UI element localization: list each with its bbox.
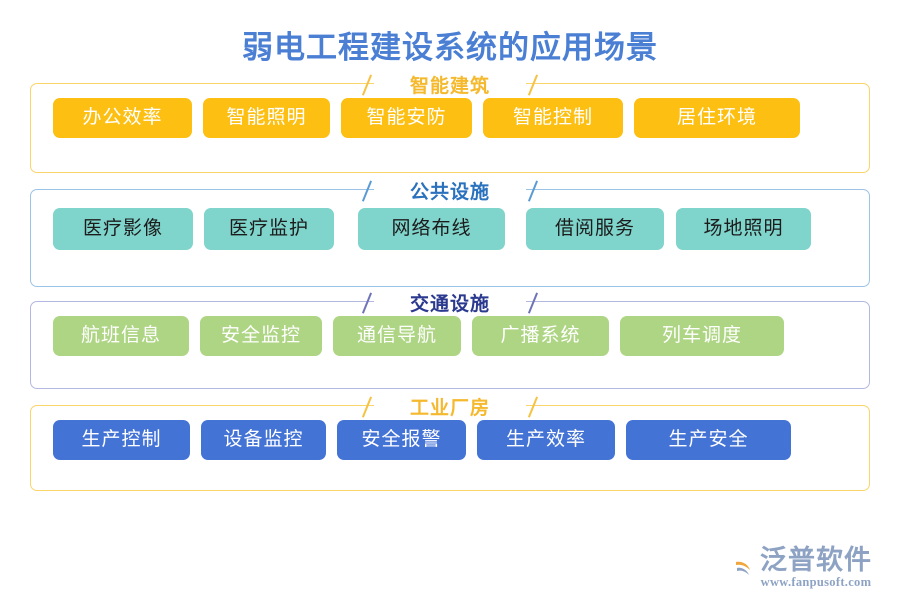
- tag-item[interactable]: 生产效率: [477, 420, 615, 460]
- section-smart-building: 智能建筑 办公效率 智能照明 智能安防 智能控制 居住环境: [30, 71, 870, 173]
- tag-item[interactable]: 航班信息: [53, 316, 189, 356]
- tag-list-smart-building: 办公效率 智能照明 智能安防 智能控制 居住环境: [31, 84, 869, 172]
- section-transport-facilities: 交通设施 航班信息 安全监控 通信导航 广播系统 列车调度: [30, 289, 870, 389]
- tag-item[interactable]: 列车调度: [620, 316, 784, 356]
- tag-item[interactable]: 安全监控: [200, 316, 322, 356]
- tag-item[interactable]: 智能安防: [341, 98, 472, 138]
- tag-list-public-facilities: 医疗影像 医疗监护 网络布线 借阅服务 场地照明: [31, 190, 869, 286]
- tag-item[interactable]: 借阅服务: [526, 208, 664, 250]
- tag-list-transport-facilities: 航班信息 安全监控 通信导航 广播系统 列车调度: [31, 302, 869, 388]
- tag-list-industrial-plant: 生产控制 设备监控 安全报警 生产效率 生产安全: [31, 406, 869, 490]
- tag-item[interactable]: 安全报警: [337, 420, 466, 460]
- tag-item[interactable]: 场地照明: [676, 208, 811, 250]
- tag-item[interactable]: 设备监控: [201, 420, 326, 460]
- tag-item[interactable]: 办公效率: [53, 98, 192, 138]
- section-public-facilities: 公共设施 医疗影像 医疗监护 网络布线 借阅服务 场地照明: [30, 177, 870, 287]
- brand-name: 泛普软件: [760, 544, 872, 575]
- fanpu-swoosh-icon: [722, 550, 756, 584]
- tag-item[interactable]: 生产安全: [626, 420, 791, 460]
- tag-item[interactable]: 智能照明: [203, 98, 330, 138]
- tag-item[interactable]: 医疗监护: [204, 208, 334, 250]
- brand-url: www.fanpusoft.com: [760, 574, 872, 589]
- tag-item[interactable]: 智能控制: [483, 98, 623, 138]
- page-title: 弱电工程建设系统的应用场景: [242, 30, 658, 65]
- tag-item[interactable]: 广播系统: [472, 316, 609, 356]
- tag-item[interactable]: 网络布线: [358, 208, 505, 250]
- tag-item[interactable]: 居住环境: [634, 98, 800, 138]
- section-industrial-plant: 工业厂房 生产控制 设备监控 安全报警 生产效率 生产安全: [30, 393, 870, 491]
- tag-item[interactable]: 通信导航: [333, 316, 461, 356]
- tag-item[interactable]: 医疗影像: [53, 208, 193, 250]
- tag-item[interactable]: 生产控制: [53, 420, 190, 460]
- scenario-sections: 智能建筑 办公效率 智能照明 智能安防 智能控制 居住环境 公共设施 医疗影像 …: [0, 71, 900, 491]
- brand-text: 泛普软件 www.fanpusoft.com: [760, 544, 872, 589]
- brand-logo: 泛普软件 www.fanpusoft.com: [722, 544, 872, 589]
